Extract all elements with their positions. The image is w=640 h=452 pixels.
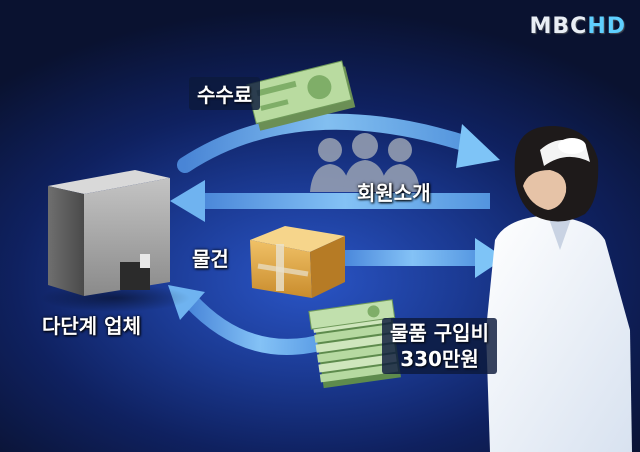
nurse-person-icon	[486, 125, 632, 452]
company-label: 다단계 업체	[42, 314, 141, 338]
fee-banknote-icon	[246, 60, 356, 131]
purchase-banknote-icon	[308, 299, 401, 389]
goods-box-icon	[250, 226, 345, 298]
fee-flow-arrow	[177, 113, 500, 173]
referral-flow-arrow	[170, 180, 490, 222]
logo-hd-text: HD	[587, 14, 626, 39]
purchase-cost-title: 물품 구입비	[390, 321, 489, 345]
goods-flow-arrow	[345, 238, 505, 278]
members-silhouette-icon	[310, 133, 420, 192]
broadcaster-logo: MBCHD	[530, 14, 627, 39]
company-building-icon	[40, 170, 190, 312]
fee-label: 수수료	[189, 77, 261, 110]
referral-label: 회원소개	[357, 181, 431, 205]
logo-main-text: MBC	[529, 14, 588, 39]
purchase-cost-label: 물품 구입비 330만원	[382, 318, 497, 374]
purchase-cost-amount: 330만원	[400, 347, 479, 371]
goods-label: 물건	[192, 247, 229, 271]
